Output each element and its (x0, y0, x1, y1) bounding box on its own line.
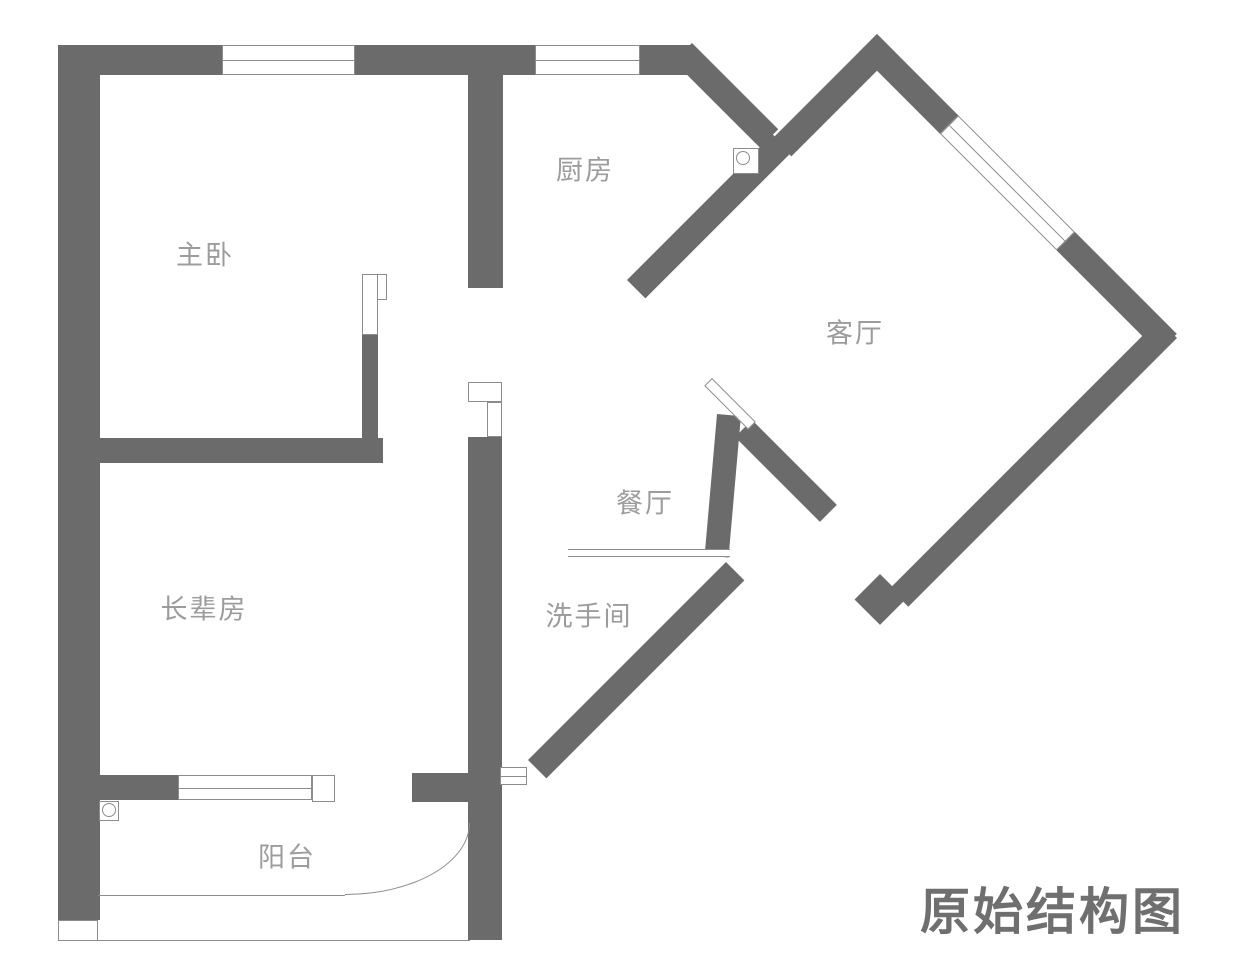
wall-living-upper-right-b (1056, 231, 1177, 353)
wall-top-segment-2 (355, 45, 535, 75)
room-label-living-room: 客厅 (826, 318, 884, 350)
wall-left (58, 45, 100, 920)
window-master-bedroom (222, 45, 355, 75)
line-balcony-inner (98, 895, 345, 896)
room-label-balcony: 阳台 (258, 842, 316, 874)
wall-dining-slant (704, 414, 741, 558)
wall-living-lower-right (889, 319, 1177, 607)
window-kitchen (535, 45, 640, 75)
wall-bathroom-left (468, 437, 502, 940)
door-hinge-icon (736, 151, 750, 165)
wall-kitchen-diagonal (673, 43, 779, 148)
wall-top-segment-1 (58, 45, 222, 75)
wall-living-entry-arm (735, 420, 837, 522)
room-label-dining-room: 餐厅 (616, 488, 674, 520)
door-leaf-master-bedroom (362, 274, 378, 335)
wall-living-upper-right-a (858, 34, 959, 134)
wall-balcony-divider-east (412, 773, 468, 802)
room-label-bathroom: 洗手间 (545, 601, 633, 633)
door-arc-balcony (345, 823, 470, 895)
wall-living-upper-right-group (858, 34, 1177, 353)
room-label-master-bedroom: 主卧 (176, 240, 234, 272)
window-balcony (178, 775, 312, 800)
wall-kitchen-left (468, 75, 503, 288)
wall-hallway-diagonal (627, 134, 792, 299)
line-balcony-bottom (98, 940, 470, 941)
window-living-room (939, 115, 1075, 251)
threshold-bathroom (500, 767, 527, 785)
room-label-elder-room: 长辈房 (160, 594, 248, 626)
wall-left-bottom-cap (58, 920, 98, 941)
room-label-kitchen: 厨房 (556, 155, 614, 187)
door-jamb-kitchen-top (468, 382, 502, 402)
window-balcony-end-cap (312, 775, 335, 802)
wall-master-door-stub (362, 335, 378, 438)
door-jamb-kitchen-side (487, 402, 502, 437)
page-title: 原始结构图 (920, 883, 1185, 941)
counter-dining (568, 549, 730, 557)
wall-master-bottom (98, 438, 383, 463)
floor-drain-icon (102, 803, 116, 817)
wall-balcony-divider-west (98, 775, 178, 800)
